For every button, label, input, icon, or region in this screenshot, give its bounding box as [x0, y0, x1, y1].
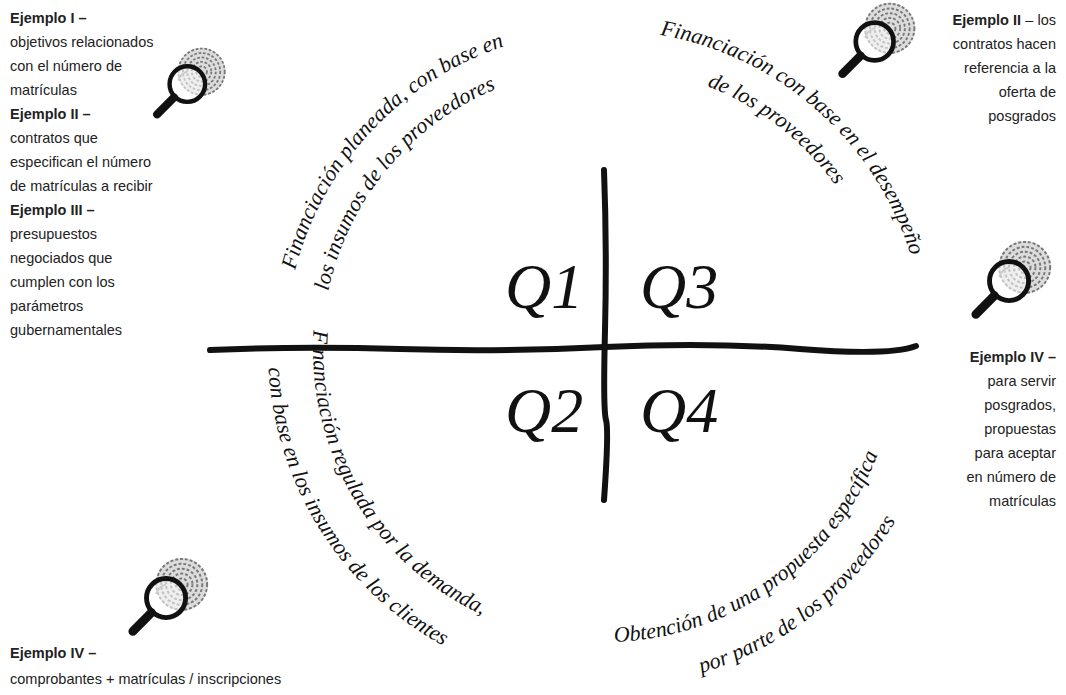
example-text: presupuestos negociados que cumplen con … [10, 222, 170, 342]
example-heading: Ejemplo II [953, 12, 1022, 28]
example-heading: Ejemplo I – [10, 6, 170, 30]
quadrant-description: por parte de los proveedores [693, 510, 899, 678]
quadrant-description: Financiación regulada por la demanda, [308, 329, 491, 620]
quadrant-label: Q1 [505, 252, 583, 322]
example-text: comprobantes + matrículas / inscripcione… [10, 666, 340, 692]
quadrant-label: Q4 [640, 376, 718, 446]
magnifier-icon [133, 558, 208, 631]
top-right-example: Ejemplo II– los contratos hacen referenc… [944, 8, 1056, 128]
example-text: contratos que especifican el número de m… [10, 126, 170, 198]
magnifier-icon [157, 48, 225, 115]
vertical-axis [604, 170, 607, 500]
quadrant-description: Obtención de una propuesta específica [613, 447, 882, 647]
quadrant-description: los insumos de los proveedores [309, 70, 498, 292]
right-example: Ejemplo IV –para servir posgrados, propu… [956, 345, 1056, 513]
left-examples: Ejemplo I –objetivos relacionados con el… [10, 6, 170, 342]
example-heading: Ejemplo IV – [956, 345, 1056, 369]
example-text: para servir posgrados, propuestas para a… [956, 369, 1056, 513]
quadrant-description: con base en los insumos de los clientes [263, 366, 453, 650]
quadrant-label: Q2 [505, 376, 583, 446]
quadrant-description: de los proveedores [705, 67, 851, 188]
example-text: objetivos relacionados con el número de … [10, 30, 170, 102]
example-heading: Ejemplo III – [10, 198, 170, 222]
bottom-left-example: Ejemplo IV –comprobantes + matrículas / … [10, 640, 340, 692]
quadrant-description: Financiación con base en el desempeño [658, 15, 930, 257]
magnifier-icon [843, 3, 916, 74]
magnifier-icon [976, 241, 1051, 314]
quadrant-label: Q3 [640, 252, 718, 322]
example-heading: Ejemplo IV – [10, 640, 340, 666]
example-text: – los contratos hacen referencia a la of… [953, 12, 1056, 124]
example-heading: Ejemplo II – [10, 102, 170, 126]
